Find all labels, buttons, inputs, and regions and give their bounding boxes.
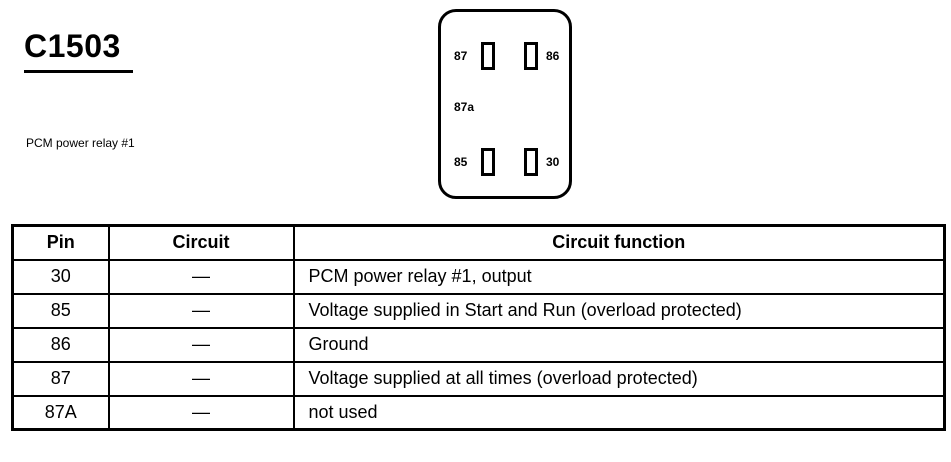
header-pin: Pin — [11, 224, 110, 261]
table-row: 30 — PCM power relay #1, output — [11, 258, 946, 295]
cell-pin: 86 — [11, 326, 110, 363]
cell-circuit: — — [107, 360, 295, 397]
cell-circuit: — — [107, 258, 295, 295]
cell-function: PCM power relay #1, output — [292, 258, 946, 295]
table-row: 86 — Ground — [11, 326, 946, 363]
relay-connector-face: 87 86 87a 85 30 — [438, 9, 572, 199]
pin-slot-30 — [524, 148, 538, 176]
table-row: 85 — Voltage supplied in Start and Run (… — [11, 292, 946, 329]
connector-id-underline — [24, 70, 133, 73]
cell-circuit: — — [107, 292, 295, 329]
cell-function: Voltage supplied at all times (overload … — [292, 360, 946, 397]
cell-pin: 30 — [11, 258, 110, 295]
pin-slot-87 — [481, 42, 495, 70]
table-header-row: Pin Circuit Circuit function — [11, 224, 946, 261]
pin-label-87: 87 — [454, 49, 468, 63]
connector-description: PCM power relay #1 — [26, 136, 135, 150]
pin-slot-86 — [524, 42, 538, 70]
header-circuit-function: Circuit function — [292, 224, 946, 261]
cell-pin: 87 — [11, 360, 110, 397]
cell-pin: 87A — [11, 394, 110, 431]
pin-label-86: 86 — [546, 49, 560, 63]
cell-function: not used — [292, 394, 946, 431]
pin-function-table: Pin Circuit Circuit function 30 — PCM po… — [11, 224, 946, 431]
table-row: 87A — not used — [11, 394, 946, 431]
pin-label-85: 85 — [454, 155, 468, 169]
connector-id-heading: C1503 — [24, 28, 121, 64]
cell-function: Voltage supplied in Start and Run (overl… — [292, 292, 946, 329]
cell-pin: 85 — [11, 292, 110, 329]
cell-function: Ground — [292, 326, 946, 363]
cell-circuit: — — [107, 394, 295, 431]
pin-label-30: 30 — [546, 155, 560, 169]
pin-label-87a: 87a — [454, 100, 475, 114]
pin-slot-85 — [481, 148, 495, 176]
header-circuit: Circuit — [107, 224, 295, 261]
cell-circuit: — — [107, 326, 295, 363]
table-row: 87 — Voltage supplied at all times (over… — [11, 360, 946, 397]
